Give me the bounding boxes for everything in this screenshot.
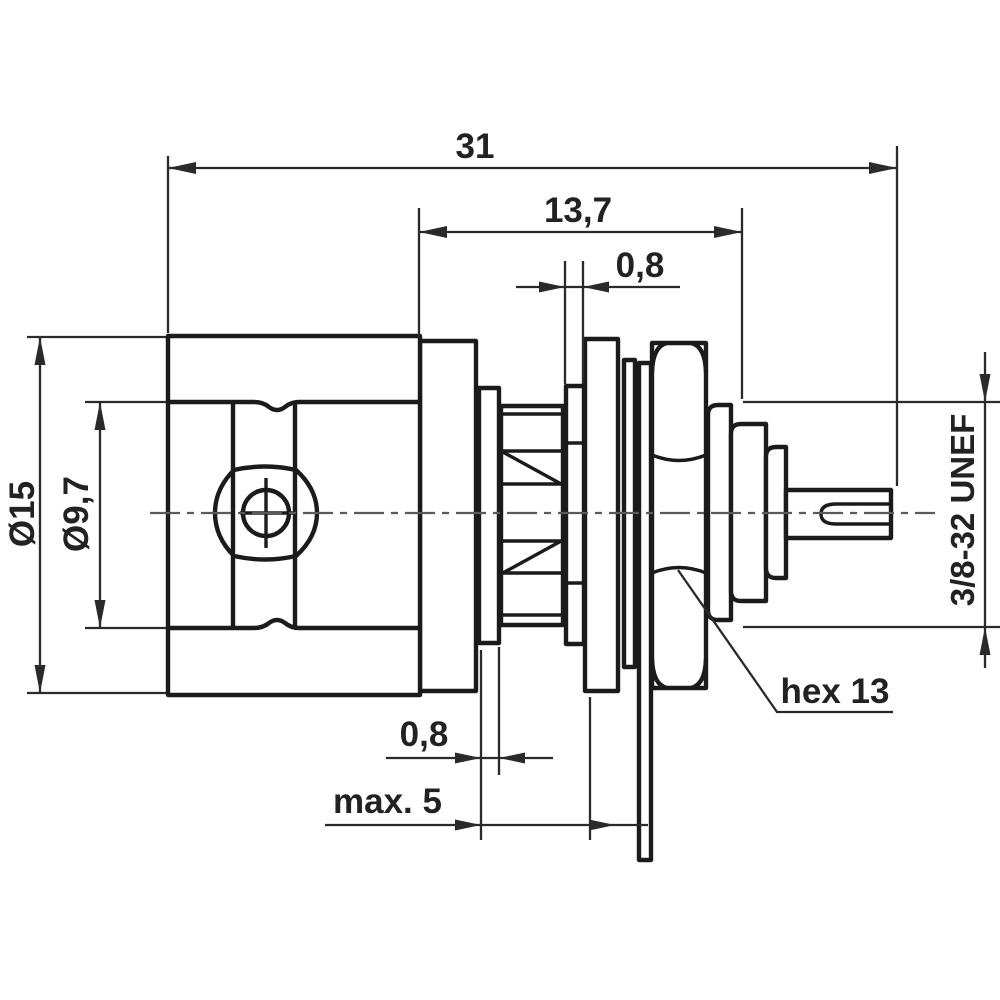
dimension-washer-thickness: 0,8 [516,246,680,384]
leader-line [677,569,893,714]
spacer-steps [566,441,584,585]
thread-section [498,403,566,628]
arrowhead [499,752,525,764]
arrowhead [539,281,565,293]
connector-body [165,333,894,863]
bore-diameter-label: Ø9,7 [57,476,96,552]
arrowhead [455,752,481,764]
arrowhead [979,374,991,402]
arrowhead [419,226,447,238]
dimension-overall-length: 31 [166,127,899,486]
hex-nut [649,340,709,691]
arrowhead [714,226,742,238]
dimension-body-diameter: Ø15 [3,335,166,695]
panel-thickness-label: max. 5 [333,782,442,821]
dimension-bore-diameter: Ø9,7 [57,400,166,630]
dimension-rear-length: 13,7 [417,191,744,399]
arrowhead [94,402,106,430]
bore-line-bottom [168,617,420,631]
arrowhead [869,162,897,174]
mounting-thread-label: 3/8-32 UNEF [944,414,981,607]
body-diameter-label: Ø15 [3,481,42,547]
thread-diagonals [500,449,564,576]
bore-line-top [168,399,420,413]
thread-detail-lines [501,412,563,617]
washer-thickness-label: 0,8 [616,246,665,285]
callout-nut-size: hex 13 [677,569,893,714]
arrowhead [979,627,991,655]
dimension-groove-width: 0,8 [386,647,553,840]
hex-nut-facets [651,453,707,575]
arrowhead [589,819,615,831]
rear-flange [582,336,621,694]
arrowhead [455,819,481,831]
arrowhead [94,600,106,628]
hex-nut-chamfers [649,340,709,691]
rear-length-label: 13,7 [544,191,612,230]
arrowhead [168,162,196,174]
front-flange [417,338,479,694]
groove-width-label: 0,8 [400,715,449,754]
connector-inner-lines [168,340,891,691]
overall-length-label: 31 [456,127,495,166]
arrowhead [34,665,46,693]
dimension-mounting-thread: 3/8-32 UNEF [743,352,1000,668]
groove-cylinder [476,385,502,646]
arrowhead [34,337,46,365]
dimension-panel-thickness: max. 5 [325,697,648,840]
arrowhead [583,281,609,293]
nut-size-label: hex 13 [781,672,890,711]
spacer-washer [563,383,587,647]
solder-tag [636,360,654,863]
